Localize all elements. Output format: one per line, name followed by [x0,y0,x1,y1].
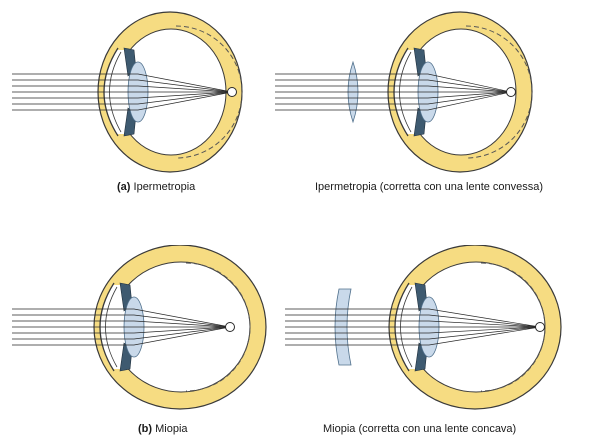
light-ray [12,91,233,105]
caption-tag-b: (b) [138,423,153,435]
light-ray [285,326,541,340]
light-ray [12,85,233,93]
eye [285,245,562,410]
caption-hyperopia: (a) Ipermetropia [117,181,195,193]
eye-diagram-hyperopia-corrected [275,11,533,173]
light-ray [12,73,233,93]
light-ray [12,326,231,334]
dashed-retina [175,25,243,159]
light-ray [285,308,541,328]
caption-label-a-corrected: Ipermetropia (corretta con una lente con… [315,181,544,193]
dashed-retina [185,262,251,392]
light-ray [285,314,541,328]
caption-myopia: (b) Miopia [138,423,188,435]
caption-label-b: Miopia [155,423,188,435]
focal-point [225,322,235,332]
eye [12,11,243,173]
eye [275,11,533,173]
eye-diagram-myopia-corrected [285,245,562,410]
light-ray [275,91,512,99]
caption-myopia-corrected: Miopia (corretta con una lente concava) [323,423,516,435]
light-ray [12,91,233,111]
panel-myopia-corrected [275,245,595,415]
panel-hyperopia-corrected [275,10,595,180]
light-ray [275,91,512,105]
focal-point [535,322,545,332]
light-ray [275,79,512,93]
light-ray [12,320,231,328]
light-ray [275,73,512,93]
caption-label-a: Ipermetropia [133,181,196,193]
light-ray [12,326,231,346]
light-ray [12,79,233,93]
light-ray [12,308,231,328]
light-ray [275,85,512,93]
eye-diagram-hyperopia [12,11,243,173]
caption-label-b-corrected: Miopia (corretta con una lente concava) [323,423,517,435]
panel-myopia [0,245,290,415]
focal-point [227,87,237,97]
dashed-retina [465,25,533,159]
panel-hyperopia [0,10,290,180]
caption-tag-a: (a) [117,181,131,193]
caption-hyperopia-corrected: Ipermetropia (corretta con una lente con… [315,181,543,193]
light-ray [12,314,231,328]
light-ray [285,326,541,334]
eye [12,245,267,410]
light-ray [275,91,512,111]
light-ray [285,326,541,346]
light-ray [285,320,541,328]
focal-point [506,87,516,97]
light-ray [12,91,233,99]
light-ray [12,326,231,340]
eye-diagram-myopia [12,245,267,410]
